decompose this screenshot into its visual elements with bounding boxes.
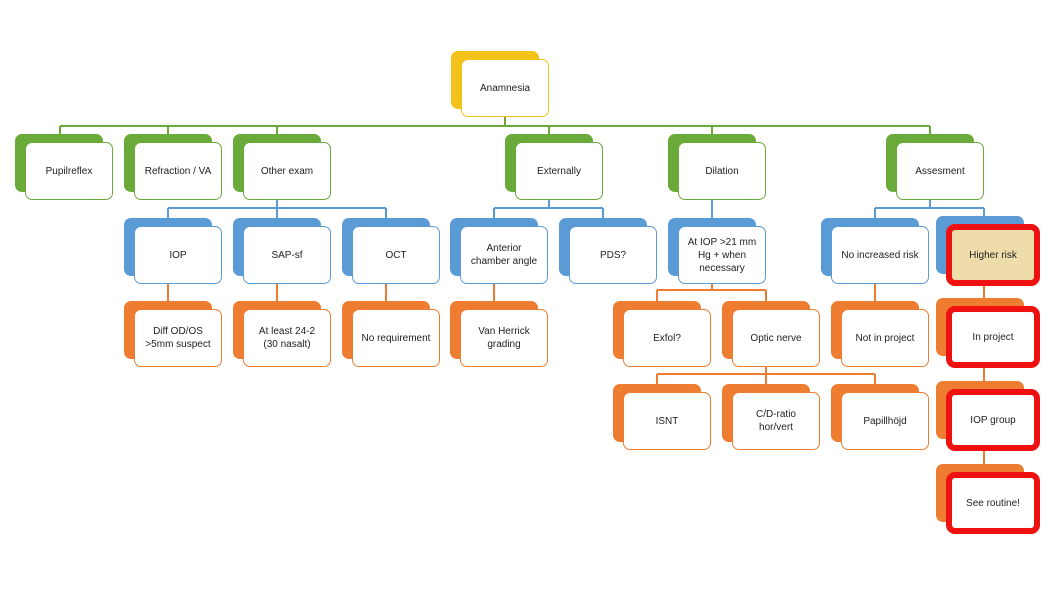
node-refraction-va-label: Refraction / VA — [134, 142, 222, 200]
node-externally: Externally — [505, 134, 603, 200]
node-iop-group-label: IOP group — [946, 389, 1040, 451]
node-papillhojd: Papillhöjd — [831, 384, 929, 450]
node-in-project-label: In project — [946, 306, 1040, 368]
node-pupilreflex: Pupilreflex — [15, 134, 113, 200]
node-oct: OCT — [342, 218, 440, 284]
node-exfol: Exfol? — [613, 301, 711, 367]
node-exfol-label: Exfol? — [623, 309, 711, 367]
node-dilation: Dilation — [668, 134, 766, 200]
blue-connectors — [167, 200, 985, 218]
node-sap-sf-label: SAP-sf — [243, 226, 331, 284]
node-assesment: Assesment — [886, 134, 984, 200]
node-iop: IOP — [124, 218, 222, 284]
node-optic-nerve-label: Optic nerve — [732, 309, 820, 367]
green-connectors — [59, 116, 931, 136]
node-not-in-project-label: Not in project — [841, 309, 929, 367]
node-other-exam: Other exam — [233, 134, 331, 200]
node-not-in-project: Not in project — [831, 301, 929, 367]
node-anterior-chamber-angle: Anterior chamber angle — [450, 218, 548, 284]
node-oct-label: OCT — [352, 226, 440, 284]
node-iop-label: IOP — [134, 226, 222, 284]
node-optic-nerve: Optic nerve — [722, 301, 820, 367]
node-externally-label: Externally — [515, 142, 603, 200]
node-at-least-24-2-label: At least 24-2 (30 nasalt) — [243, 309, 331, 367]
node-see-routine: See routine! — [936, 464, 1040, 534]
node-diff-od-os-label: Diff OD/OS >5mm suspect — [134, 309, 222, 367]
node-no-increased-risk: No increased risk — [821, 218, 929, 284]
node-in-project: In project — [936, 298, 1040, 368]
node-diff-od-os: Diff OD/OS >5mm suspect — [124, 301, 222, 367]
node-no-requirement: No requirement — [342, 301, 440, 367]
node-anterior-chamber-angle-label: Anterior chamber angle — [460, 226, 548, 284]
node-other-exam-label: Other exam — [243, 142, 331, 200]
node-pds-label: PDS? — [569, 226, 657, 284]
node-pds: PDS? — [559, 218, 657, 284]
node-dilation-label: Dilation — [678, 142, 766, 200]
node-isnt-label: ISNT — [623, 392, 711, 450]
node-cd-ratio-label: C/D-ratio hor/vert — [732, 392, 820, 450]
node-at-least-24-2: At least 24-2 (30 nasalt) — [233, 301, 331, 367]
node-anamnesia: Anamnesia — [451, 51, 549, 117]
node-higher-risk-label: Higher risk — [946, 224, 1040, 286]
node-see-routine-label: See routine! — [946, 472, 1040, 534]
node-higher-risk: Higher risk — [936, 216, 1040, 286]
node-no-requirement-label: No requirement — [352, 309, 440, 367]
node-pupilreflex-label: Pupilreflex — [25, 142, 113, 200]
node-isnt: ISNT — [613, 384, 711, 450]
node-van-herrick-grading-label: Van Herrick grading — [460, 309, 548, 367]
node-refraction-va: Refraction / VA — [124, 134, 222, 200]
node-sap-sf: SAP-sf — [233, 218, 331, 284]
node-papillhojd-label: Papillhöjd — [841, 392, 929, 450]
node-iop-group: IOP group — [936, 381, 1040, 451]
node-assesment-label: Assesment — [896, 142, 984, 200]
node-at-iop-label: At IOP >21 mm Hg + when necessary — [678, 226, 766, 284]
node-van-herrick-grading: Van Herrick grading — [450, 301, 548, 367]
node-no-increased-risk-label: No increased risk — [831, 226, 929, 284]
node-anamnesia-label: Anamnesia — [461, 59, 549, 117]
node-cd-ratio: C/D-ratio hor/vert — [722, 384, 820, 450]
node-at-iop: At IOP >21 mm Hg + when necessary — [668, 218, 766, 284]
